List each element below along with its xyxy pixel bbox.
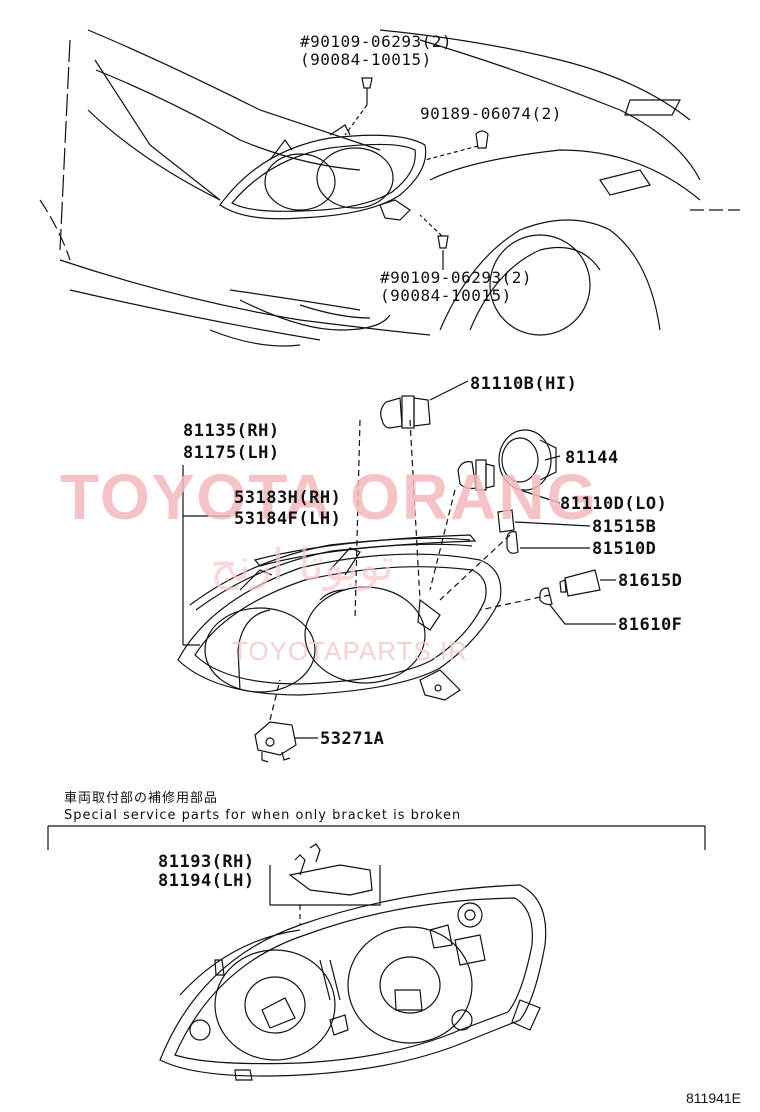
callout-bulb-small: 81510D [592, 539, 657, 559]
watermark-sub: TOYOTAPARTS.IR [232, 636, 469, 666]
callout-cover: 81144 [565, 448, 619, 468]
headlamp-large [177, 537, 502, 701]
callout-bulb-hi: 81110B(HI) [470, 374, 578, 394]
callout-bulb-lo: 81110D(LO) [560, 494, 668, 514]
callout-top-bolt: #90109-06293(2) [300, 32, 452, 51]
callout-bulb-side: 81610F [618, 615, 683, 635]
callout-bottom-bolt: #90109-06293(2) [380, 268, 532, 287]
fasteners-top [344, 77, 489, 270]
callout-clip: 90189-06074(2) [420, 104, 562, 123]
note-japanese: 車両取付部の補修用部品 [64, 791, 219, 806]
callout-top-bolt-alt: (90084-10015) [300, 50, 432, 69]
callout-bracket-lh: 81194(LH) [158, 871, 255, 891]
note-english: Special service parts for when only brac… [64, 808, 462, 823]
callout-unit-lh: 81175(LH) [183, 443, 280, 463]
clamp-part [254, 721, 297, 763]
watermark-main: TOYOTA ORANG [60, 461, 599, 533]
gasket-strip [253, 534, 477, 567]
callout-unit-rh: 81135(RH) [183, 421, 280, 441]
dust-cover [498, 429, 557, 491]
callout-clamp: 53271A [320, 729, 385, 749]
callout-socket-b: 81615D [618, 571, 683, 591]
diagram-code: 811941E [686, 1090, 742, 1106]
car-front-outline [39, 29, 740, 347]
leader-lines-middle [182, 380, 616, 739]
callout-gasket-rh: 53183H(RH) [234, 488, 342, 508]
bracket-section [47, 825, 706, 1081]
small-sockets [497, 509, 601, 606]
watermark-arabic: تویوتا ارنج [210, 540, 394, 591]
headlamp-small [219, 124, 427, 221]
callout-socket-a: 81515B [592, 517, 657, 537]
bulb-lo [457, 459, 495, 491]
callout-bracket-rh: 81193(RH) [158, 852, 255, 872]
callout-bottom-bolt-alt: (90084-10015) [380, 286, 512, 305]
bulb-hi [380, 395, 431, 429]
callout-gasket-lh: 53184F(LH) [234, 509, 342, 529]
